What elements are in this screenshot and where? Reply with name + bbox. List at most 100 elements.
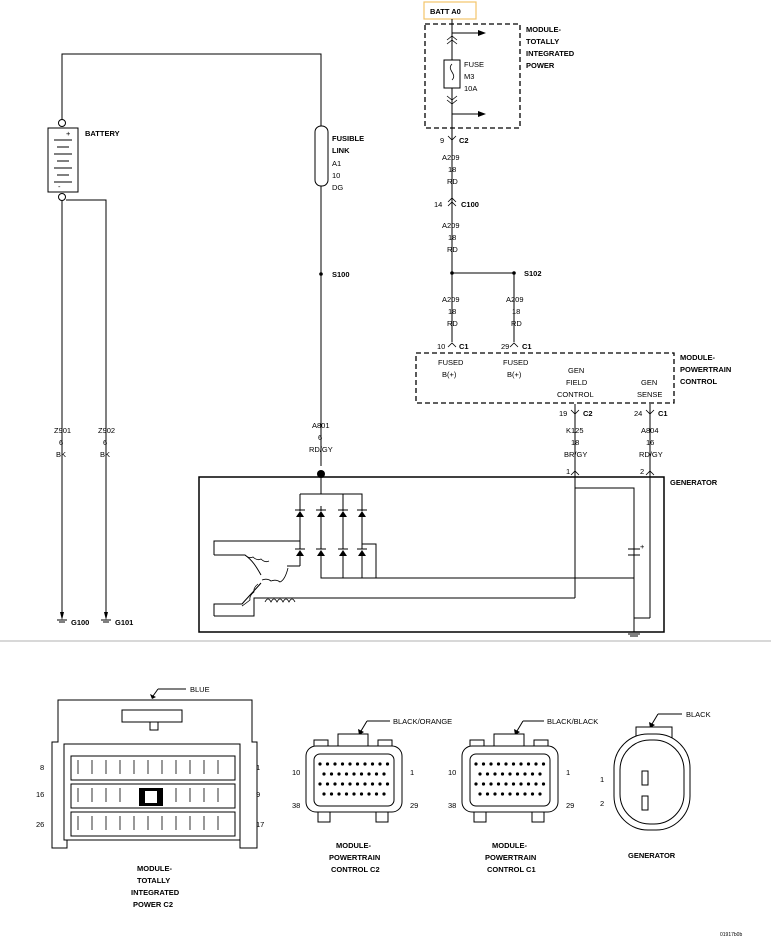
connector-pin	[333, 762, 337, 766]
fused-bplus-2: FUSED B(+)	[503, 358, 529, 379]
generator-b-terminal	[317, 470, 325, 478]
connector-pin	[478, 772, 482, 776]
svg-text:6: 6	[103, 438, 107, 447]
pin-grid	[318, 762, 390, 796]
connector-pin	[363, 782, 367, 786]
connector-pin	[329, 772, 334, 776]
connector-pin	[515, 772, 520, 776]
connector-chevron-icon	[446, 95, 458, 105]
connector-pin	[519, 762, 523, 766]
splice-dot	[512, 271, 516, 275]
connector-pin	[318, 762, 322, 766]
connector-pin	[363, 762, 367, 766]
rotor-coil-icon	[264, 598, 296, 603]
svg-text:16: 16	[646, 438, 654, 447]
svg-text:1: 1	[600, 775, 604, 784]
connector-pin	[481, 782, 486, 786]
svg-text:A801: A801	[312, 421, 330, 430]
svg-text:1: 1	[410, 768, 414, 777]
capacitor-icon	[628, 548, 640, 556]
svg-text:CONTROL: CONTROL	[557, 390, 594, 399]
connector-pin	[508, 772, 512, 776]
connector-pin	[359, 772, 364, 776]
connector-pin	[541, 762, 546, 766]
battery-positive: +	[66, 129, 71, 138]
svg-text:18: 18	[448, 307, 456, 316]
connector-pin	[515, 792, 520, 796]
svg-text:POWERTRAIN: POWERTRAIN	[485, 853, 536, 862]
connector-pin	[530, 772, 535, 776]
connector-pin	[526, 782, 531, 786]
connector-pin	[496, 782, 501, 786]
svg-text:POWER C2: POWER C2	[133, 900, 173, 909]
connector-pin-icon	[447, 342, 457, 348]
connector-pin	[374, 772, 379, 776]
svg-text:A209: A209	[506, 295, 524, 304]
wire-a209-label-2: A209 18 RD	[442, 221, 460, 254]
connector-pin	[378, 782, 382, 786]
svg-text:POWERTRAIN: POWERTRAIN	[680, 365, 731, 374]
svg-text:10A: 10A	[464, 84, 477, 93]
svg-text:INTEGRATED: INTEGRATED	[131, 888, 180, 897]
tipm-module-box	[424, 23, 521, 129]
wire-k125-label: K125 18 BR/GY	[564, 426, 587, 459]
svg-text:TOTALLY: TOTALLY	[526, 37, 559, 46]
svg-text:FUSE: FUSE	[464, 60, 484, 69]
connector-pin-icon	[645, 470, 655, 476]
svg-text:RD/GY: RD/GY	[639, 450, 663, 459]
connector-pin	[511, 782, 516, 786]
generator-box	[198, 476, 665, 633]
connector-pin	[519, 782, 523, 786]
connector-pin	[370, 782, 375, 786]
svg-text:FUSED: FUSED	[438, 358, 464, 367]
svg-text:BK: BK	[56, 450, 66, 459]
wire-a209-label-4: A209 18 RD	[506, 295, 524, 328]
svg-text:MODULE-: MODULE-	[680, 353, 715, 362]
svg-text:Z902: Z902	[98, 426, 115, 435]
svg-text:8: 8	[40, 763, 44, 772]
battery-terminal-positive	[58, 119, 66, 127]
connector-pin	[538, 772, 542, 776]
connector-pin	[474, 762, 478, 766]
svg-text:TOTALLY: TOTALLY	[137, 876, 170, 885]
svg-text:38: 38	[292, 801, 300, 810]
gen-color: BLACK	[686, 710, 711, 719]
svg-text:FUSIBLE: FUSIBLE	[332, 134, 364, 143]
gen-sense-label: GEN SENSE	[637, 378, 662, 399]
svg-text:RD: RD	[447, 177, 458, 186]
svg-text:6: 6	[59, 438, 63, 447]
connector-pin	[352, 772, 356, 776]
battery-negative: -	[58, 182, 61, 191]
tipm-c2-connector-view: BLUE 8 1 16 9 26 17 MODULE- TOTALLY INTE…	[36, 685, 264, 909]
svg-text:18: 18	[448, 165, 456, 174]
connector-pin	[500, 772, 505, 776]
pin-grid	[474, 762, 546, 796]
connector-pin	[340, 782, 345, 786]
connector-pin	[493, 792, 497, 796]
ground-icon	[101, 619, 111, 623]
batt-a0-label: BATT A0	[430, 7, 461, 16]
connector-pin-icon	[509, 342, 519, 348]
connector-pin	[508, 792, 512, 796]
svg-text:17: 17	[256, 820, 264, 829]
svg-text:RD: RD	[447, 245, 458, 254]
pcm-c2-pin-19: 19	[559, 409, 567, 418]
svg-text:RD: RD	[511, 319, 522, 328]
svg-text:18: 18	[571, 438, 579, 447]
connector-pin	[348, 762, 352, 766]
connector-pin-icon	[645, 409, 655, 415]
svg-text:FIELD: FIELD	[566, 378, 588, 387]
connector-pin	[382, 772, 386, 776]
wire-a804-label: A804 16 RD/GY	[639, 426, 663, 459]
pcm-c1-pin-10: 10	[437, 342, 445, 351]
connector-pin	[538, 792, 542, 796]
svg-text:Z901: Z901	[54, 426, 71, 435]
stator-coil-icon	[244, 554, 270, 563]
connector-pin	[348, 782, 352, 786]
svg-text:18: 18	[512, 307, 520, 316]
g100-label: G100	[71, 618, 89, 627]
svg-text:C1: C1	[459, 342, 469, 351]
svg-text:RD: RD	[447, 319, 458, 328]
pcm-module-box	[415, 352, 675, 404]
s102-label: S102	[524, 269, 542, 278]
